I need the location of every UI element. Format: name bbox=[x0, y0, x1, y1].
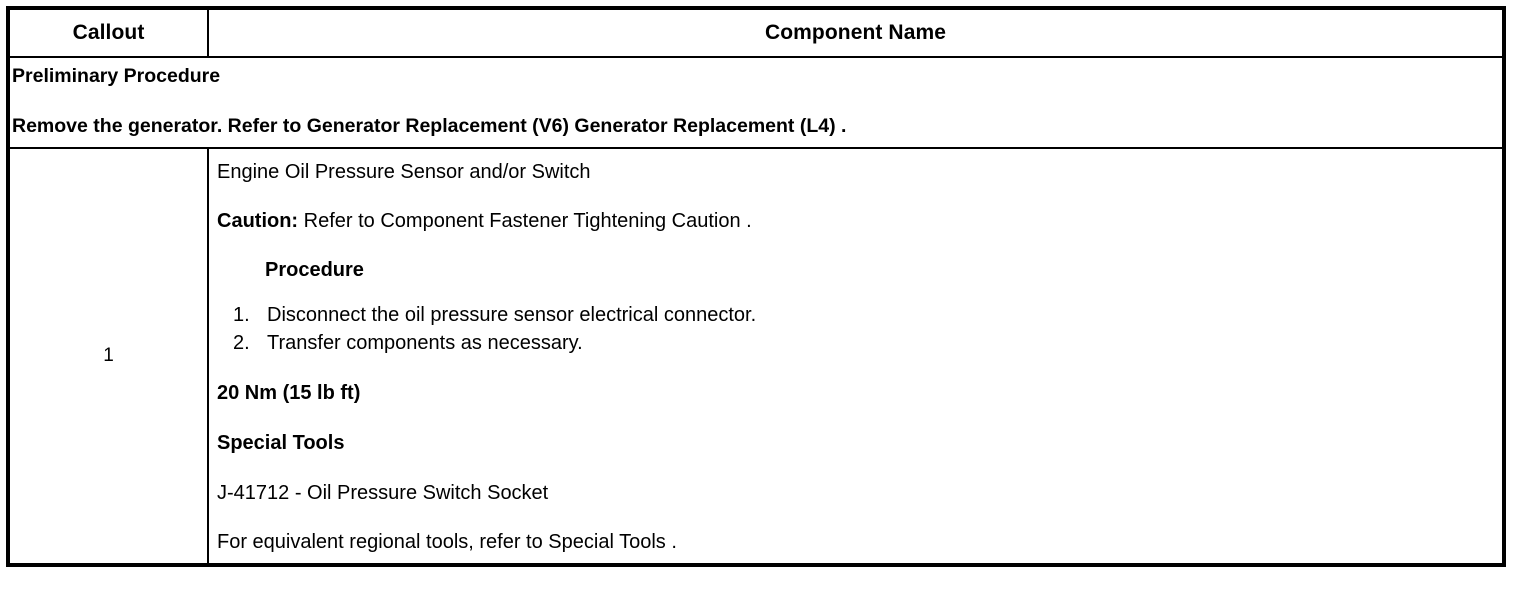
preliminary-procedure-row: Preliminary Procedure Remove the generat… bbox=[7, 56, 1505, 149]
caution-paragraph: Caution: Refer to Component Fastener Tig… bbox=[217, 210, 1494, 234]
preliminary-procedure-cell: Preliminary Procedure Remove the generat… bbox=[7, 56, 1505, 149]
component-detail-cell: Engine Oil Pressure Sensor and/or Switch… bbox=[207, 146, 1505, 566]
preliminary-procedure-title: Preliminary Procedure bbox=[12, 65, 221, 87]
procedure-heading: Procedure bbox=[265, 258, 364, 281]
step-text: Disconnect the oil pressure sensor elect… bbox=[267, 303, 757, 326]
procedure-step-list: 1. Disconnect the oil pressure sensor ele… bbox=[217, 303, 1494, 356]
table-header-row: Callout Component Name bbox=[7, 7, 1505, 58]
caution-label: Caution: bbox=[217, 210, 299, 233]
column-header-component-name: Component Name bbox=[207, 7, 1505, 58]
component-title: Engine Oil Pressure Sensor and/or Switch bbox=[217, 160, 591, 183]
list-item: 1. Disconnect the oil pressure sensor ele… bbox=[217, 303, 1494, 328]
caution-body: Refer to Component Fastener Tightening C… bbox=[303, 210, 752, 233]
step-number: 2. bbox=[233, 331, 250, 354]
list-item: 2. Transfer components as necessary. bbox=[217, 331, 1494, 356]
torque-specification: 20 Nm (15 lb ft) bbox=[217, 381, 361, 404]
special-tools-heading: Special Tools bbox=[217, 432, 345, 455]
preliminary-procedure-text: Remove the generator. Refer to Generator… bbox=[12, 114, 847, 137]
special-tools-note: For equivalent regional tools, refer to … bbox=[217, 531, 677, 554]
special-tool-entry: J-41712 - Oil Pressure Switch Socket bbox=[217, 481, 549, 504]
component-procedure-table: Callout Component Name Preliminary Proce… bbox=[6, 6, 1506, 567]
column-header-callout: Callout bbox=[7, 7, 209, 58]
step-text: Transfer components as necessary. bbox=[267, 331, 583, 354]
callout-number: 1 bbox=[7, 146, 209, 566]
preliminary-spacer bbox=[12, 87, 1502, 117]
step-number: 1. bbox=[233, 303, 250, 326]
table-row: 1 Engine Oil Pressure Sensor and/or Swit… bbox=[7, 146, 1505, 566]
